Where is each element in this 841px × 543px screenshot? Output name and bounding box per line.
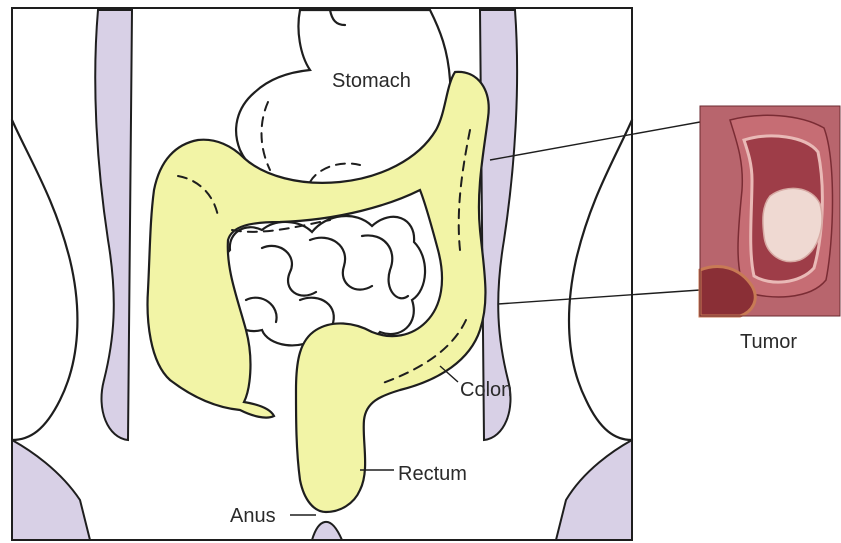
colon-to-inset-bottom-line	[498, 290, 700, 304]
left-arm	[95, 10, 132, 440]
tumor-label: Tumor	[740, 331, 797, 353]
left-leg	[12, 440, 90, 540]
stomach-label: Stomach	[332, 70, 411, 92]
tumor-inset-image	[700, 106, 840, 316]
right-hip-line	[569, 120, 632, 440]
rectum-label: Rectum	[398, 463, 467, 485]
colon-label: Colon	[460, 379, 512, 401]
left-hip-line	[12, 120, 77, 440]
colon-to-inset-top-line	[490, 122, 700, 160]
right-arm	[480, 10, 517, 440]
crotch	[312, 522, 342, 540]
right-leg	[556, 440, 632, 540]
anus-label: Anus	[230, 505, 276, 527]
